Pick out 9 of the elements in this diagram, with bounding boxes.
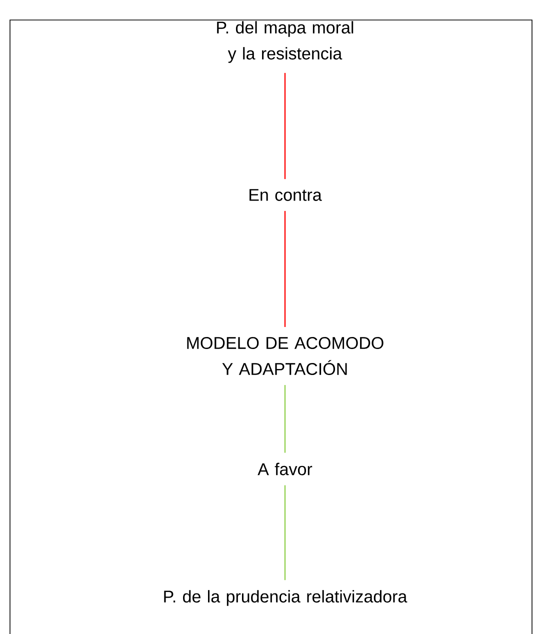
text-label: A favor [258,462,312,476]
connector-line [284,485,286,580]
text-label: P. de la prudencia relativizadora [164,590,408,606]
connector-line [284,72,286,180]
connector-line [284,385,286,453]
text-label: MODELO DE ACOMODO Y ADAPTACIÓN [187,336,384,376]
connector-line [284,210,286,327]
text-label: En contra [250,189,322,201]
text-label: P. del mapa moral y la resistencia [217,21,354,63]
